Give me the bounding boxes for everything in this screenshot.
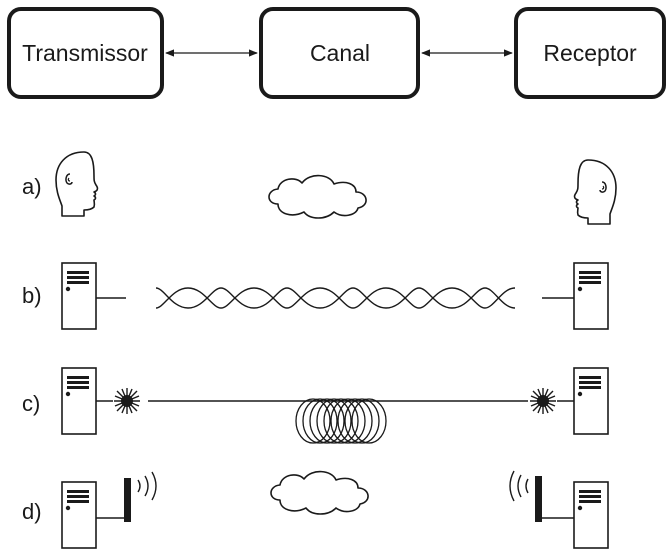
- photodetector-icon: [529, 387, 557, 415]
- channel-block: Canal: [259, 7, 420, 99]
- row-d: [61, 470, 609, 549]
- transmitter-computer-icon: [61, 367, 97, 435]
- twisted-pair-icon: [155, 287, 516, 309]
- row-a: [55, 151, 617, 225]
- row-c: [61, 367, 609, 444]
- radio-waves-icon: [509, 470, 529, 502]
- receiver-antenna-icon: [535, 476, 542, 522]
- air-cloud-icon: [270, 470, 369, 515]
- row-label-b: b): [22, 283, 42, 308]
- row-label-d: d): [22, 499, 42, 524]
- transmitter-block: Transmissor: [7, 7, 164, 99]
- receiver-label: Receptor: [543, 40, 637, 66]
- speaker-head-icon: [55, 151, 99, 217]
- transmitter-label: Transmissor: [22, 40, 148, 66]
- row-label-a: a): [22, 174, 42, 199]
- transmitter-computer-icon: [61, 481, 97, 549]
- listener-head-icon: [573, 159, 617, 225]
- receiver-computer-icon: [573, 262, 609, 330]
- transmitter-computer-icon: [61, 262, 97, 330]
- radio-waves-icon: [137, 471, 157, 501]
- channel-label: Canal: [310, 40, 370, 66]
- laser-icon: [113, 387, 141, 415]
- transmitter-antenna-icon: [124, 478, 131, 522]
- row-label-c: c): [22, 391, 40, 416]
- fiber-coil-icon: [295, 398, 387, 444]
- receiver-block: Receptor: [514, 7, 666, 99]
- air-cloud-icon: [268, 174, 367, 219]
- receiver-computer-icon: [573, 367, 609, 435]
- row-b: [61, 262, 609, 330]
- receiver-computer-icon: [573, 481, 609, 549]
